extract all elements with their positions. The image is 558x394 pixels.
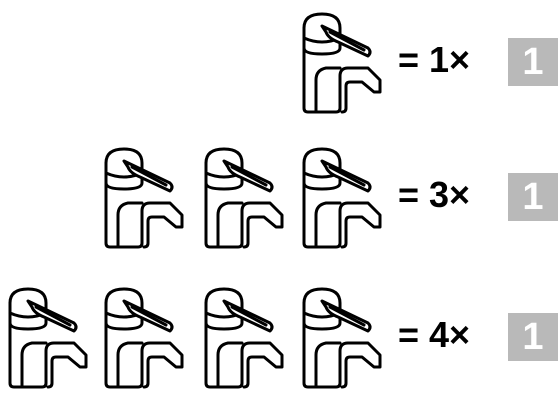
faucet-icon [298,8,384,114]
row-3x: = 3× 1 [0,143,558,253]
step-badge: 1 [508,38,558,86]
equation-label: = 3× [398,174,471,215]
faucet-icon [298,283,384,389]
row-1x: = 1× 1 [0,8,558,118]
equation-label: = 4× [398,314,471,355]
faucet-icon [298,143,384,249]
faucet-icon [100,283,186,389]
step-badge: 1 [508,313,558,361]
faucet-icon [4,283,90,389]
row-4x: = 4× 1 [0,283,558,393]
faucet-icon [100,143,186,249]
faucet-icon [200,143,286,249]
equation-label: = 1× [398,39,471,80]
faucet-icon [200,283,286,389]
step-badge: 1 [508,173,558,221]
